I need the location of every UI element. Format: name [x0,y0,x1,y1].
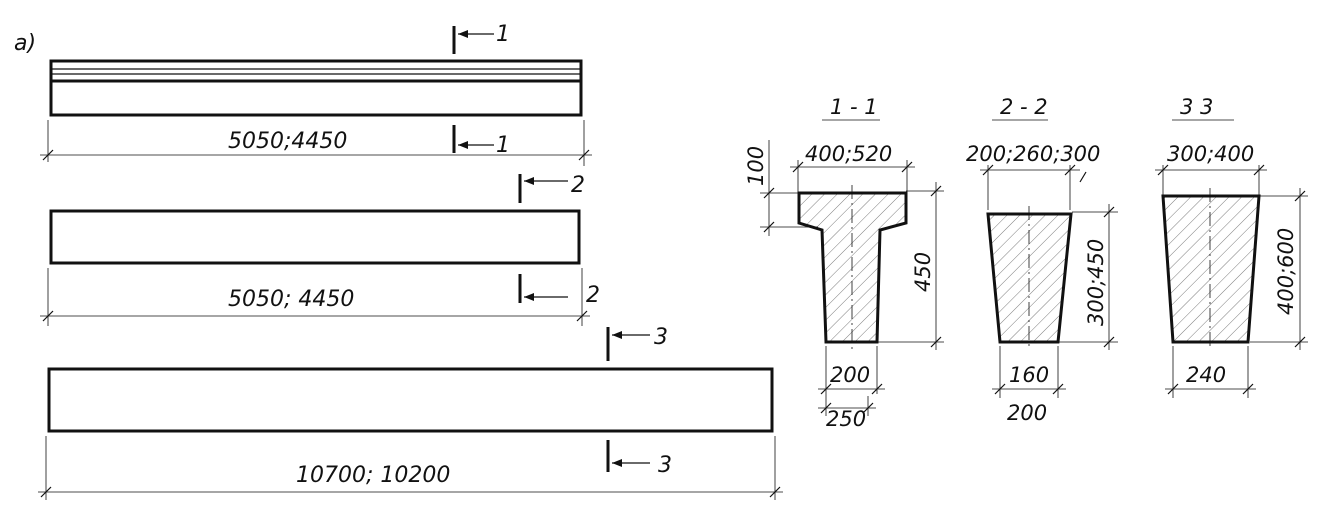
beam-2-section-cut-bottom: 2 [518,274,600,308]
section-3-3: 3 3 300;400 400;600 240 [1155,95,1308,398]
section-2-2-height: 300;450 [1084,239,1108,326]
section-mark-1-bottom: 1 [496,133,510,158]
section-1-1: 1 - 1 400;520 100 450 200 [744,95,944,431]
figure-label: a) [14,31,36,56]
beam-3-section-cut-top: 3 [606,325,668,361]
beam-1-elevation [49,59,583,117]
section-2-2-top-width: 200;260;300 [966,142,1100,166]
section-1-1-title: 1 - 1 [830,95,878,119]
beam-1-section-cut-top: 1 [452,22,510,54]
section-2-2: 2 - 2 200;260;300 300;450 160 200 [966,95,1118,425]
beam-1-dimension: 5050;4450 [40,120,592,166]
beam-1-length-label: 5050;4450 [228,129,347,154]
beam-2-section-cut-top: 2 [518,173,585,203]
section-1-1-flange-height: 100 [744,146,768,186]
section-mark-2-top: 2 [571,173,585,198]
beam-2-length-label: 5050; 4450 [228,287,354,312]
beam-2-elevation [49,209,581,265]
beam-3-elevation [47,367,774,433]
section-mark-3-bottom: 3 [658,453,672,478]
section-3-3-bottom-width: 240 [1186,363,1226,387]
section-mark-2-bottom: 2 [586,283,600,308]
section-1-1-top-width: 400;520 [805,142,892,166]
section-2-2-title: 2 - 2 [1000,95,1048,119]
section-2-2-base-width: 200 [1007,401,1047,425]
beam-1-section-cut-bottom: 1 [452,125,510,158]
section-3-3-title: 3 3 [1180,95,1213,119]
beam-3-length-label: 10700; 10200 [296,463,450,488]
section-1-1-bottom-width: 200 [830,363,870,387]
section-3-3-height: 400;600 [1274,228,1298,315]
section-mark-3-top: 3 [654,325,668,350]
beam-2-dimension: 5050; 4450 [40,268,590,326]
section-1-1-base-width: 250 [826,407,866,431]
section-2-2-bottom-width: 160 [1009,363,1049,387]
beam-3-dimension: 10700; 10200 [38,436,783,500]
beam-3-section-cut-bottom: 3 [606,440,672,478]
section-3-3-top-width: 300;400 [1167,142,1254,166]
section-1-1-height: 450 [911,252,935,292]
section-mark-1-top: 1 [496,22,510,47]
